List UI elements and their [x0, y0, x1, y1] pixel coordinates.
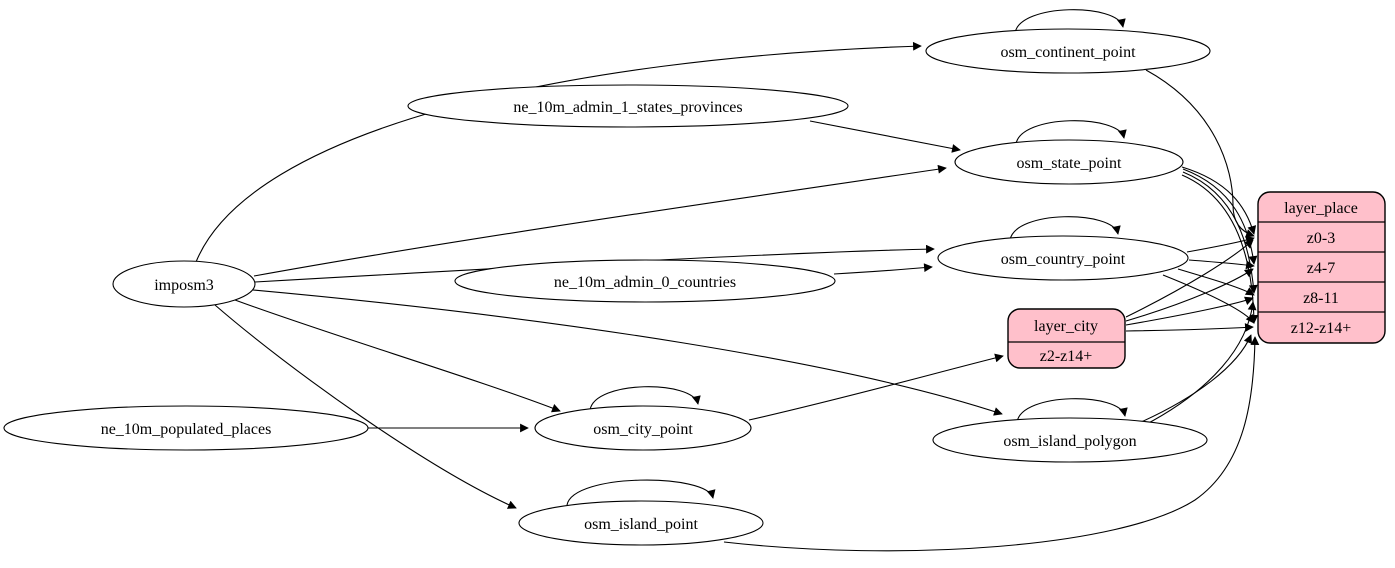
edge-imposm3-osm_island_point [214, 304, 517, 509]
node-osm-island-polygon-shape [932, 417, 1208, 463]
node-osm-city-point: osm_city_point [534, 405, 752, 451]
edge-osm_state_point-layer_place-z4-7 [1182, 168, 1258, 265]
edge-layer_city-layer_place-z8-11 [1125, 296, 1254, 326]
edges [195, 9, 1260, 552]
edge-imposm3-osm_state_point [253, 164, 947, 277]
node-osm-state-point-label: osm_state_point [1017, 155, 1122, 172]
node-imposm3-shape [112, 260, 256, 308]
edge-osm_country_point-layer_place-z0-3 [1186, 235, 1255, 253]
node-imposm3: imposm3 [112, 260, 256, 308]
node-imposm3-label: imposm3 [154, 277, 214, 294]
edge-osm_island_polygon-layer_place-z12-z14 [1138, 334, 1252, 424]
node-ne-10m-populated-places-label: ne_10m_populated_places [101, 421, 272, 438]
edge-ne_10m_admin_0_countries-osm_country_point [833, 263, 933, 275]
node-ne-10m-admin-1-states-provinces-label: ne_10m_admin_1_states_provinces [513, 99, 742, 116]
self-loop-osm_city_point [589, 386, 701, 411]
node-ne-10m-populated-places: ne_10m_populated_places [3, 405, 369, 451]
node-osm-country-point-shape [937, 235, 1189, 281]
record-layer-place-title: layer_place [1284, 200, 1358, 217]
edge-ne_10m_admin_1_states_provinces-osm_state_point [809, 120, 961, 153]
edge-osm_state_point-layer_place-z0-3 [1181, 166, 1257, 235]
node-osm-continent-point: osm_continent_point [925, 28, 1211, 74]
edge-osm_island_point-layer_place-z12-z14 [723, 336, 1260, 552]
node-ne-10m-admin-0-countries: ne_10m_admin_0_countries [454, 259, 836, 303]
node-osm-island-point-shape [518, 500, 764, 546]
node-osm-island-point: osm_island_point [518, 500, 764, 546]
record-layer-city-title: layer_city [1034, 318, 1098, 335]
node-osm-continent-point-shape [925, 28, 1211, 74]
edge-osm_country_point-layer_place-z4-7 [1188, 259, 1255, 270]
node-osm-continent-point-label: osm_continent_point [1000, 44, 1136, 61]
edge-layer_city-layer_place-z12-z14 [1125, 323, 1254, 332]
self-loop-osm_state_point [1015, 120, 1127, 145]
self-loop-osm_country_point [1009, 216, 1121, 241]
node-osm-island-polygon: osm_island_polygon [932, 417, 1208, 463]
edge-layer_city-layer_place-z0-3 [1125, 239, 1254, 318]
record-layer-city-shape [1007, 308, 1126, 369]
record-layer-place-row-z8-11: z8-11 [1303, 290, 1339, 307]
edge-imposm3-osm_island_polygon [252, 289, 1003, 416]
edge-osm_city_point-layer_city-z2-z14 [748, 353, 1004, 421]
node-osm-city-point-label: osm_city_point [593, 421, 693, 438]
node-ne-10m-admin-1-states-provinces: ne_10m_admin_1_states_provinces [407, 84, 849, 128]
record-layer-place-row-z0-3: z0-3 [1307, 230, 1335, 247]
edge-imposm3-osm_city_point [234, 299, 561, 413]
node-ne-10m-admin-1-states-provinces-shape [407, 84, 849, 128]
node-osm-island-point-label: osm_island_point [584, 516, 698, 533]
edge-osm_island_polygon-layer_place-z8-11 [1142, 301, 1257, 427]
node-osm-country-point-label: osm_country_point [1001, 251, 1126, 268]
node-osm-state-point: osm_state_point [954, 139, 1184, 185]
edge-layer_city-layer_place-z4-7 [1125, 268, 1254, 322]
edge-osm_country_point-layer_place-z12-z14 [1162, 274, 1255, 324]
node-osm-island-polygon-label: osm_island_polygon [1003, 433, 1136, 450]
node-osm-country-point: osm_country_point [937, 235, 1189, 281]
record-layer-place-row-z12-z14: z12-z14+ [1291, 320, 1352, 337]
node-osm-city-point-shape [534, 405, 752, 451]
record-layer-place: layer_place z0-3 z4-7 z8-11 z12-z14+ [1257, 191, 1386, 344]
edge-osm_continent_point-layer_place-z0-3 [1145, 69, 1255, 238]
node-ne-10m-admin-0-countries-label: ne_10m_admin_0_countries [554, 274, 736, 291]
record-layer-city: layer_city z2-z14+ [1007, 308, 1126, 369]
self-loop-osm_continent_point [1014, 9, 1126, 34]
self-loop-osm_island_point [566, 479, 716, 506]
record-layer-place-shape [1257, 191, 1386, 344]
node-osm-state-point-shape [954, 139, 1184, 185]
record-layer-city-row-z2-z14: z2-z14+ [1040, 348, 1093, 365]
record-layer-place-row-z4-7: z4-7 [1307, 260, 1335, 277]
node-ne-10m-populated-places-shape [3, 405, 369, 451]
edge-imposm3-osm_continent_point [195, 41, 922, 263]
edge-osm_country_point-layer_place-z8-11 [1177, 268, 1255, 296]
self-loop-osm_island_polygon [1016, 398, 1128, 423]
node-ne-10m-admin-0-countries-shape [454, 259, 836, 303]
